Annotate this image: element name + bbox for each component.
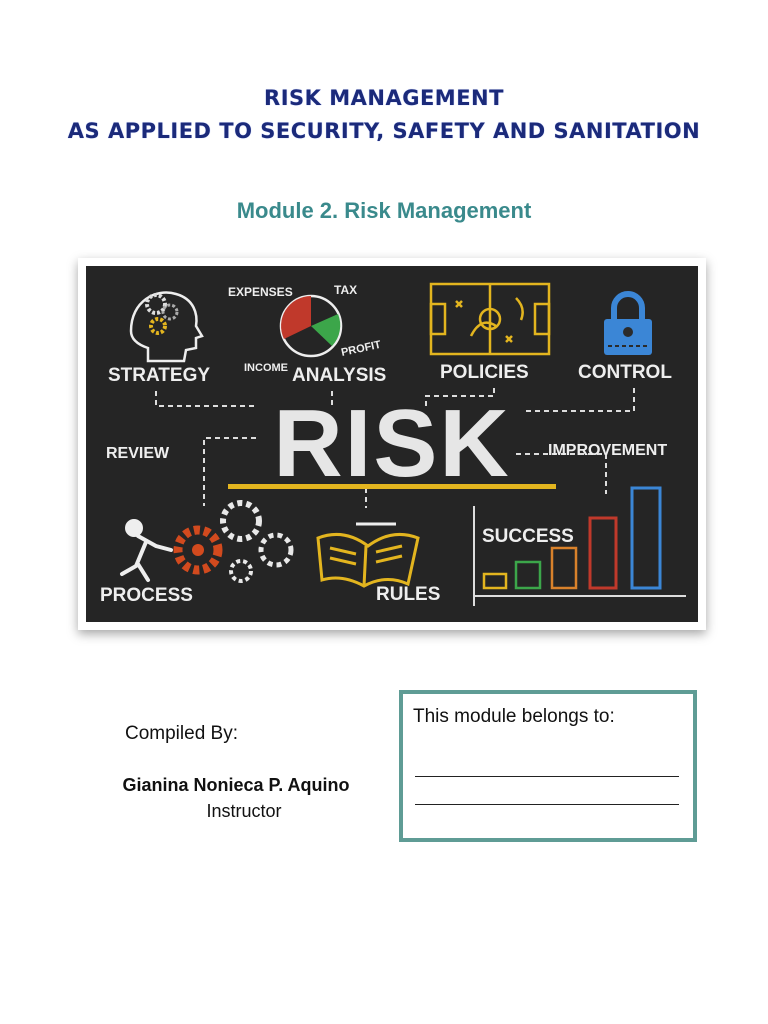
label-strategy: STRATEGY — [108, 365, 210, 386]
label-improvement: IMPROVEMENT — [548, 442, 667, 459]
label-control: CONTROL — [578, 362, 672, 383]
author-role: Instructor — [206, 801, 282, 821]
owner-name-line[interactable] — [415, 776, 679, 777]
connector-lines — [155, 386, 635, 508]
module-owner-label: This module belongs to: — [413, 706, 615, 727]
module-title: Module 2. Risk Management — [236, 198, 532, 223]
label-success: SUCCESS — [482, 526, 574, 547]
book-icon — [316, 522, 420, 588]
gear-icon — [145, 293, 179, 335]
label-analysis: ANALYSIS — [292, 365, 386, 386]
lock-icon — [604, 291, 652, 355]
label-expenses: EXPENSES — [228, 285, 293, 299]
risk-poster: STRATEGY EXPENSES TAX INCOME PROFIT ANAL… — [78, 258, 706, 630]
author-name: Gianina Nonieca P. Aquino — [122, 775, 350, 795]
gear-icon — [173, 500, 294, 583]
document-title: RISK MANAGEMENT — [264, 86, 504, 110]
playbook-field-icon — [429, 282, 551, 356]
module-owner-box: This module belongs to: — [399, 690, 697, 842]
label-rules: RULES — [376, 584, 440, 605]
person-pushing-gear-icon — [120, 519, 173, 582]
risk-underline — [228, 484, 556, 489]
label-income: INCOME — [244, 362, 288, 374]
label-review: REVIEW — [106, 445, 170, 462]
success-bar-chart — [473, 486, 686, 606]
label-policies: POLICIES — [440, 362, 529, 383]
pie-chart-icon — [279, 294, 343, 358]
risk-word: RISK — [273, 390, 510, 497]
label-tax: TAX — [334, 283, 357, 297]
document-subtitle: AS APPLIED TO SECURITY, SAFETY AND SANIT… — [67, 119, 701, 143]
owner-detail-line[interactable] — [415, 804, 679, 805]
chalkboard: STRATEGY EXPENSES TAX INCOME PROFIT ANAL… — [86, 266, 698, 622]
label-process: PROCESS — [100, 585, 193, 606]
compiled-by-label: Compiled By: — [125, 723, 238, 744]
